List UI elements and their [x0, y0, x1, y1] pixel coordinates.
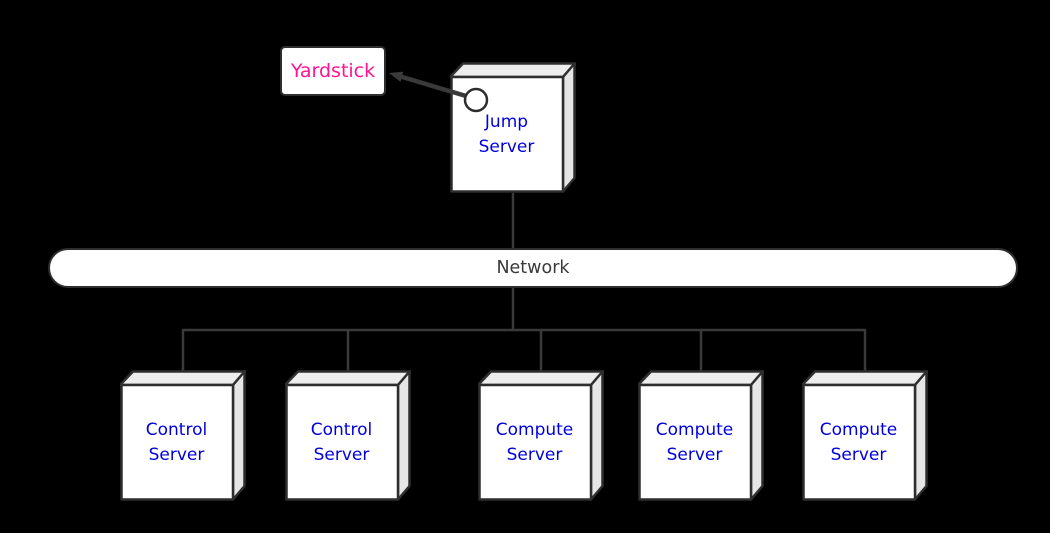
yardstick-arrowhead-icon	[389, 71, 404, 82]
control-server-label: Control Server	[310, 420, 373, 465]
compute-server-label: Compute Server	[495, 420, 574, 465]
control-server-label: Control Server	[145, 420, 208, 465]
server-box-shape	[285, 370, 411, 501]
server-box-shape	[638, 370, 764, 501]
compute-server-node-2: Compute Server	[638, 370, 764, 501]
box-front-face	[120, 383, 235, 501]
box-front-face	[638, 383, 753, 501]
server-box-shape	[478, 370, 604, 501]
box-front-face	[478, 383, 593, 501]
server-box-shape	[802, 370, 928, 501]
network-label: Network	[496, 258, 570, 278]
yardstick-node: Yardstick	[280, 46, 386, 96]
server-box-shape	[120, 370, 246, 501]
box-front-face	[802, 383, 917, 501]
yardstick-label: Yardstick	[290, 60, 376, 82]
compute-server-node-1: Compute Server	[478, 370, 604, 501]
box-front-face	[285, 383, 400, 501]
compute-server-label: Compute Server	[655, 420, 734, 465]
compute-server-label: Compute Server	[819, 420, 898, 465]
control-server-node-1: Control Server	[120, 370, 246, 501]
compute-server-node-3: Compute Server	[802, 370, 928, 501]
yardstick-arrow-line	[400, 74, 467, 99]
jump-server-label: Jump Server	[478, 112, 535, 157]
port-circle-icon	[463, 87, 489, 113]
control-server-node-2: Control Server	[285, 370, 411, 501]
network-bus: Network	[48, 248, 1018, 288]
